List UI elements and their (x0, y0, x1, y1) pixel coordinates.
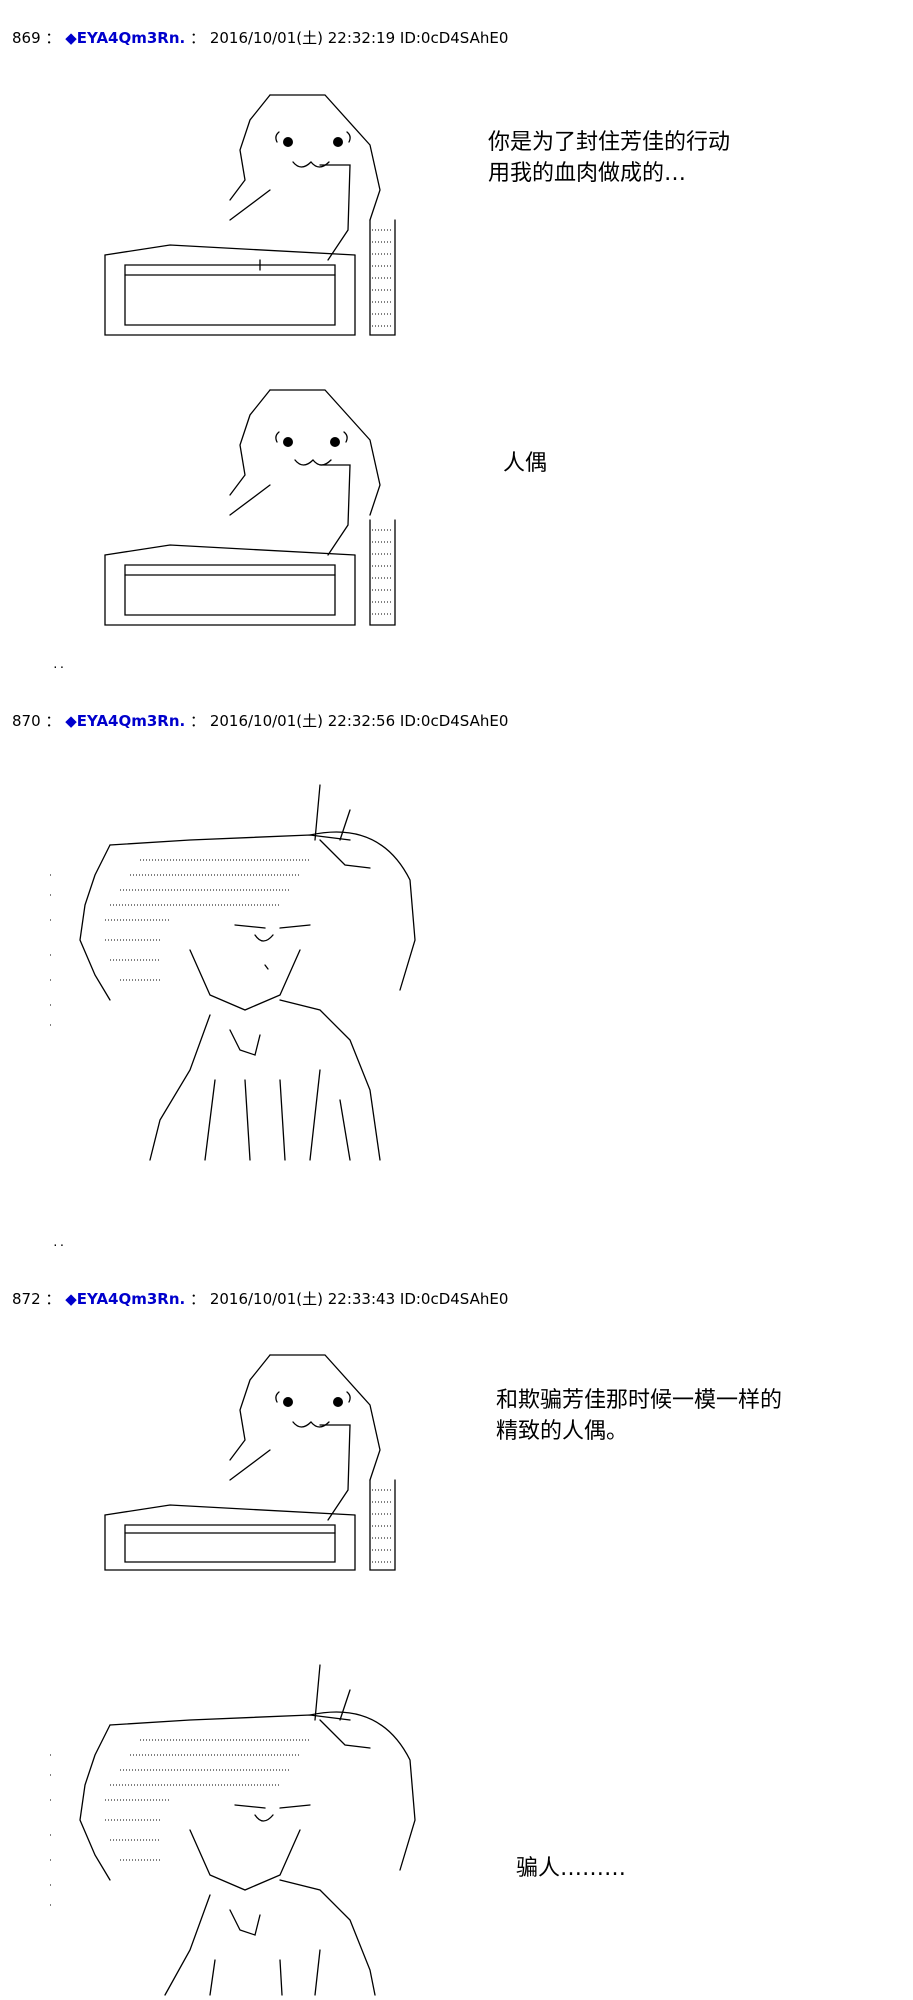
separator-dots: .. (52, 658, 66, 671)
girl-hair (79, 831, 416, 1001)
character-face (275, 131, 351, 168)
post-datetime: 2016/10/01(土) 22:32:56 (209, 712, 396, 730)
trip-diamond-icon: ◆ (65, 29, 77, 47)
post-number: 872 (12, 1290, 41, 1308)
girl-ahoge (314, 784, 351, 841)
girl-body (149, 999, 381, 1161)
dialog-block-2: 人偶 (503, 448, 547, 479)
dialog-line: 用我的血肉做成的… (488, 161, 687, 186)
post-id: ID:0cD4SAhE0 (399, 29, 509, 47)
post-number: 869 (12, 29, 41, 47)
post-header-869: 869 ： ◆EYA4Qm3Rn. ： 2016/10/01(土) 22:32:… (12, 29, 509, 47)
ascii-art-girl-figure-2 (50, 1664, 416, 1996)
girl-face (189, 924, 311, 1011)
dialog-line: 你是为了封住芳佳的行动 (488, 130, 731, 155)
character-head (229, 94, 381, 221)
separator-dots: .. (52, 1236, 66, 1249)
trip-diamond-icon: ◆ (65, 1290, 77, 1308)
character-arm (229, 164, 351, 261)
dialog-block-4: 骗人……… (516, 1853, 626, 1884)
dialog-block-1: 你是为了封住芳佳的行动 用我的血肉做成的… (488, 127, 730, 189)
post-id: ID:0cD4SAhE0 (399, 712, 509, 730)
trip-diamond-icon: ◆ (65, 712, 77, 730)
dialog-line: 精致的人偶。 (496, 1419, 629, 1444)
ascii-art-character-box-1 (104, 94, 396, 336)
poster-name[interactable]: EYA4Qm3Rn. (76, 712, 186, 730)
left-edge-dots (50, 874, 53, 1026)
box-body (104, 244, 356, 336)
ascii-art-character-box-2 (104, 389, 396, 626)
poster-name[interactable]: EYA4Qm3Rn. (76, 1290, 186, 1308)
post-datetime: 2016/10/01(土) 22:33:43 (209, 1290, 396, 1308)
dialog-block-3: 和欺骗芳佳那时候一模一样的 精致的人偶。 (496, 1385, 782, 1447)
ascii-art-girl-figure-1 (50, 784, 416, 1161)
box-side-hatching (369, 219, 396, 336)
dialog-line: 和欺骗芳佳那时候一模一样的 (496, 1388, 783, 1413)
post-id: ID:0cD4SAhE0 (399, 1290, 509, 1308)
post-datetime: 2016/10/01(土) 22:32:19 (209, 29, 396, 47)
dialog-line: 人偶 (503, 451, 548, 476)
poster-name[interactable]: EYA4Qm3Rn. (76, 29, 186, 47)
post-header-870: 870 ： ◆EYA4Qm3Rn. ： 2016/10/01(土) 22:32:… (12, 712, 509, 730)
dialog-line: 骗人……… (516, 1856, 627, 1881)
post-number: 870 (12, 712, 41, 730)
ascii-art-character-box-3 (104, 1354, 396, 1571)
post-header-872: 872 ： ◆EYA4Qm3Rn. ： 2016/10/01(土) 22:33:… (12, 1290, 509, 1308)
